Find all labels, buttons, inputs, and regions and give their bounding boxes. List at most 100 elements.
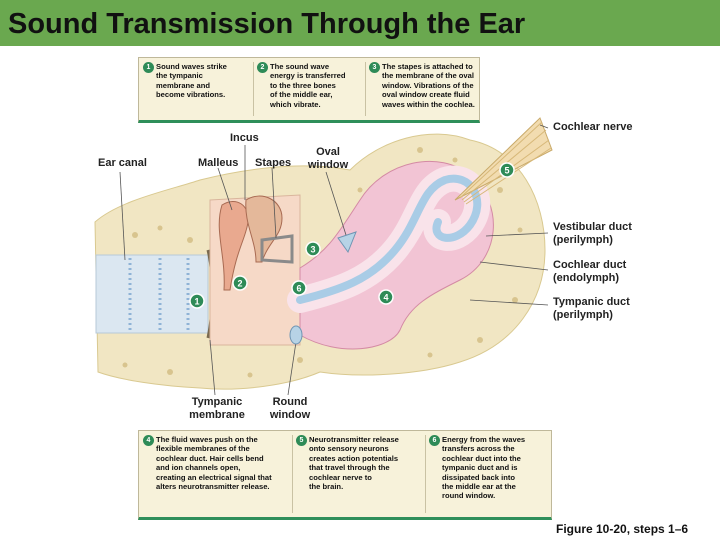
divider [253, 62, 254, 116]
label-ear-canal: Ear canal [98, 157, 147, 169]
step-5-line: cochlear nerve to [309, 472, 372, 482]
marker-1: 1 [189, 293, 205, 309]
step-3-number: 3 [369, 62, 380, 73]
step-6-line: transfers across the [442, 444, 515, 454]
marker-2: 2 [232, 275, 248, 291]
label-line: (endolymph) [553, 272, 619, 284]
label-line: (perilymph) [553, 234, 613, 246]
step-1-line: Sound waves strike [156, 62, 227, 71]
step-6-line: round window. [442, 491, 496, 501]
step-4-text: The fluid waves push on the flexible mem… [156, 435, 272, 491]
marker-4-label: 4 [383, 293, 388, 303]
step-5-text: Neurotransmitter release onto sensory ne… [309, 435, 399, 491]
divider [425, 435, 426, 513]
marker-5: 5 [499, 162, 515, 178]
cochlear-duct-shape [296, 174, 482, 304]
label-tympanic-duct: Tympanic duct (perilymph) [553, 296, 630, 322]
step-5-line: creates action potentials [309, 453, 399, 463]
step-6-number: 6 [429, 435, 440, 446]
leader-lines [119, 124, 549, 396]
step-6-line: the middle ear at the [442, 482, 516, 492]
label-round-window: Round window [264, 396, 316, 422]
divider [292, 435, 293, 513]
label-tympanic-membrane: Tympanic membrane [184, 396, 250, 422]
divider [365, 62, 366, 116]
label-incus: Incus [230, 132, 259, 144]
label-line: (perilymph) [553, 309, 613, 321]
page-title: Sound Transmission Through the Ear [8, 8, 526, 40]
stapes-shape [260, 234, 294, 264]
step-4-line: cochlear duct. Hair cells bend [156, 453, 264, 463]
label-line: Tympanic [191, 396, 243, 408]
step-markers: 1 2 3 4 5 6 [189, 162, 515, 309]
malleus-shape [218, 200, 249, 291]
marker-5-label: 5 [504, 166, 509, 176]
steps-top-panel: 1 Sound waves strike the tympanic membra… [138, 57, 480, 123]
sound-waves [128, 258, 190, 330]
marker-1-label: 1 [194, 297, 199, 307]
marker-2-label: 2 [237, 279, 242, 289]
step-3-line: window. Vibrations of the [382, 80, 474, 90]
step-2-number: 2 [257, 62, 268, 73]
step-2-line: which vibrate. [270, 99, 321, 109]
step-6-line: tympanic duct and is [442, 463, 518, 473]
label-line: window [269, 409, 311, 421]
step-1-line: membrane and [156, 80, 211, 90]
step-3-line: oval window create fluid [382, 90, 470, 100]
label-line: Vestibular duct [553, 221, 632, 233]
label-malleus: Malleus [198, 157, 239, 169]
bone-pores [122, 147, 523, 378]
label-line: window [307, 159, 349, 171]
step-3-line: waves within the cochlea. [382, 99, 475, 109]
step-5-line: Neurotransmitter release [309, 435, 399, 444]
marker-3-label: 3 [310, 245, 315, 255]
marker-6: 6 [291, 280, 307, 296]
step-2-line: of the middle ear, [270, 90, 333, 100]
marker-3: 3 [305, 241, 321, 257]
step-1-text: Sound waves strike the tympanic membrane… [156, 62, 227, 100]
oval-window-funnel [337, 231, 357, 254]
step-2-text: The sound wave energy is transferred to … [270, 62, 346, 109]
label-stapes: Stapes [255, 157, 292, 169]
step-5-number: 5 [296, 435, 307, 446]
step-4-line: The fluid waves push on the [156, 435, 258, 444]
title-bar [0, 0, 720, 46]
step-5-line: that travel through the [309, 463, 390, 473]
step-6-line: cochlear duct into the [442, 453, 521, 463]
step-1-line: the tympanic [156, 71, 203, 81]
label-line: membrane [189, 409, 245, 421]
step-2-line: The sound wave [270, 62, 330, 71]
label-line: Tympanic duct [553, 296, 630, 308]
step-4-line: and ion channels open, [156, 463, 241, 473]
label-line: Round [272, 396, 308, 408]
ear-canal [95, 254, 209, 334]
label-line: Cochlear duct [553, 259, 627, 271]
marker-6-label: 6 [296, 284, 301, 294]
round-window-shape [289, 325, 303, 345]
step-3-text: The stapes is attached to the membrane o… [382, 62, 475, 109]
step-1-line: become vibrations. [156, 90, 226, 100]
steps-bottom-panel: 4 The fluid waves push on the flexible m… [138, 430, 552, 520]
step-4-line: flexible membranes of the [156, 444, 250, 454]
step-4-line: alters neurotransmitter release. [156, 482, 270, 492]
label-vestibular-duct: Vestibular duct (perilymph) [553, 221, 632, 247]
step-6-text: Energy from the waves transfers across t… [442, 435, 525, 501]
label-cochlear-nerve: Cochlear nerve [553, 121, 633, 133]
label-line: Oval [316, 146, 340, 158]
step-5-line: the brain. [309, 482, 344, 492]
step-2-line: energy is transferred [270, 71, 346, 81]
step-4-line: creating an electrical signal that [156, 472, 272, 482]
step-6-line: Energy from the waves [442, 435, 526, 444]
step-3-line: The stapes is attached to [382, 62, 473, 71]
incus-shape [245, 195, 283, 263]
label-cochlear-duct: Cochlear duct (endolymph) [553, 259, 626, 285]
step-4-number: 4 [143, 435, 154, 446]
step-3-line: the membrane of the oval [382, 71, 474, 81]
step-1-number: 1 [143, 62, 154, 73]
step-6-line: dissipated back into [442, 472, 516, 482]
label-oval-window: Oval window [302, 146, 354, 172]
marker-4: 4 [378, 289, 394, 305]
step-2-line: to the three bones [270, 80, 336, 90]
figure-caption: Figure 10-20, steps 1–6 [556, 522, 689, 536]
